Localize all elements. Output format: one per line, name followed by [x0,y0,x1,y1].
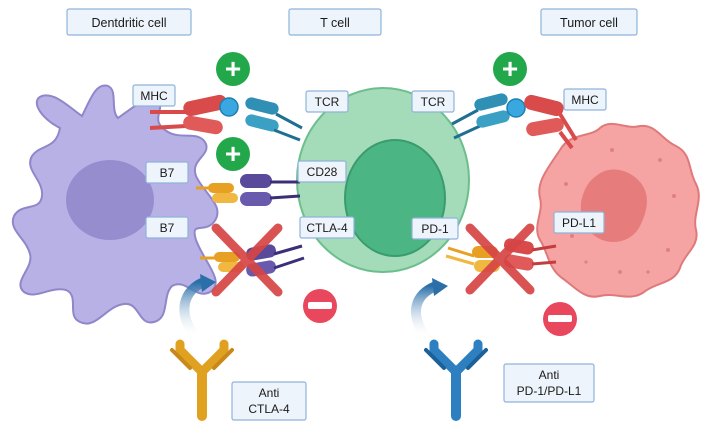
label-mhc-left: MHC [132,84,176,107]
plus-icon: + [225,53,241,84]
plus-icon: + [502,53,518,84]
header-tumor-cell: Tumor cell [540,8,638,36]
arrow-anti-pd1 [411,278,448,343]
plus-signal-mid-left: + [216,137,250,171]
block-cross-ctla4 [211,223,283,297]
antigen-left [219,97,239,117]
antibody-anti-pd1-icon [424,339,488,421]
antigen-right [506,98,526,118]
tcr-left-molecule [245,97,303,142]
dendritic-nucleus [66,160,154,240]
label-anti-pd1: Anti PD-1/PD-L1 [503,363,595,403]
anti-ctla4-line1: Anti [259,386,280,400]
dendritic-cell [11,84,219,325]
block-cross-pd1 [465,223,535,295]
pdl1-text: PD-L1 [562,216,596,230]
label-tcr-right: TCR [411,90,455,113]
tcr-right-molecule [451,93,510,140]
label-pd1: PD-1 [411,217,459,240]
label-ctla4: CTLA-4 [299,216,355,239]
b7-cd28-pair [196,174,301,206]
mhc-right-text: MHC [571,93,599,107]
pd1-text: PD-1 [421,222,449,236]
arrow-anti-ctla4 [179,274,216,343]
mhc-right-molecule [506,94,578,150]
plus-icon: + [225,138,241,169]
header-dendritic-text: Dentdritic cell [91,16,166,30]
tcr-left-text: TCR [315,95,340,109]
header-dendritic-cell: Dentdritic cell [66,8,192,36]
antibody-anti-ctla4-icon [170,339,234,421]
label-tcr-left: TCR [305,90,349,113]
anti-pd1-line1: Anti [539,368,560,382]
plus-signal-top-right: + [493,52,527,86]
label-b7-bottom: B7 [145,216,189,239]
plus-signal-top-left: + [216,52,250,86]
anti-ctla4-line2: CTLA-4 [248,402,290,416]
b7-bottom-text: B7 [160,221,175,235]
tcr-right-text: TCR [421,95,446,109]
b7-top-text: B7 [160,166,175,180]
minus-signal-left [303,289,337,323]
tumor-cell [536,123,700,298]
mhc-left-molecule [149,94,239,135]
label-cd28: CD28 [297,160,347,183]
header-t-cell: T cell [288,8,382,36]
header-tcell-text: T cell [320,16,350,30]
label-mhc-right: MHC [563,88,607,111]
anti-pd1-line2: PD-1/PD-L1 [517,384,582,398]
cd28-text: CD28 [307,165,338,179]
minus-signal-right [543,302,577,336]
ctla4-text: CTLA-4 [306,221,348,235]
label-anti-ctla4: Anti CTLA-4 [231,381,307,421]
tumor-speckles [564,148,676,274]
label-pdl1: PD-L1 [553,211,605,234]
label-b7-top: B7 [145,161,189,184]
header-tumor-text: Tumor cell [560,16,618,30]
mhc-left-text: MHC [140,89,168,103]
